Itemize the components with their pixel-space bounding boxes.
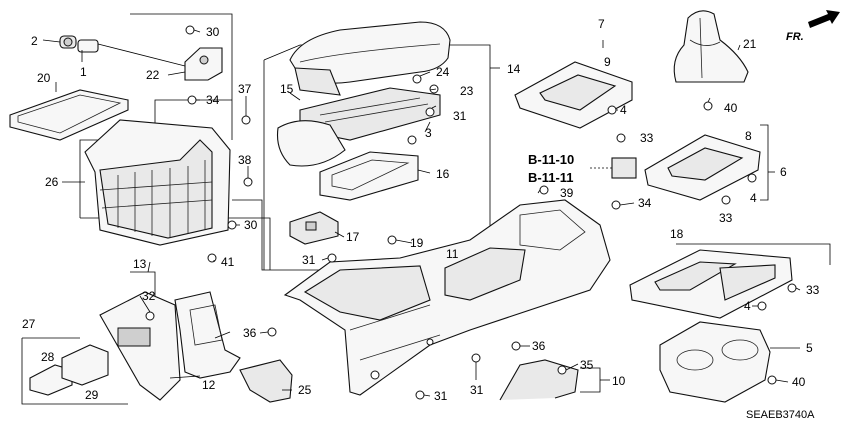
trim-bezel-lower-part [644, 134, 761, 201]
rear-bracket-part [239, 359, 293, 403]
callout-23: 23 [460, 84, 474, 98]
pocket-cover-part [29, 344, 109, 396]
callout-18: 18 [670, 227, 684, 241]
callout-6: 6 [780, 165, 787, 179]
callout-39: 39 [560, 186, 574, 200]
callout-15: 15 [280, 82, 294, 96]
latch-part [289, 211, 339, 245]
callout-10: 10 [612, 374, 626, 388]
diagram-code: SEAEB3740A [746, 409, 815, 421]
fasteners [145, 25, 797, 400]
callout-4: 4 [620, 103, 627, 117]
b-11-box [590, 157, 637, 179]
callout-27: 27 [22, 317, 36, 331]
callout-34b: 34 [638, 196, 652, 210]
callout-38: 38 [238, 153, 252, 167]
reference-b-11-10: B-11-10 [528, 152, 574, 167]
callout-31c: 31 [434, 389, 448, 403]
callout-41: 41 [221, 255, 235, 269]
shift-boot-part [673, 10, 749, 83]
bracket-part [97, 43, 223, 81]
callout-13: 13 [133, 257, 147, 271]
side-trim-part [99, 291, 181, 401]
support-bracket-part [499, 359, 579, 401]
shift-panel-part [629, 249, 793, 319]
accessory-socket-part [42, 35, 99, 53]
callout-8: 8 [745, 129, 752, 143]
callout-16: 16 [436, 167, 450, 181]
callout-11: 11 [446, 247, 459, 261]
callout-1: 1 [80, 65, 87, 79]
callout-40: 40 [724, 101, 738, 115]
callout-7: 7 [598, 17, 605, 31]
reference-labels: B-11-10 B-11-11 [528, 152, 574, 185]
tray-part [319, 151, 419, 201]
callout-25: 25 [298, 383, 312, 397]
callout-22: 22 [146, 68, 160, 82]
callout-29: 29 [85, 388, 99, 402]
callout-30: 30 [206, 25, 220, 39]
callout-24: 24 [436, 65, 450, 79]
callout-17: 17 [346, 230, 360, 244]
center-console-part [283, 199, 611, 396]
callout-26: 26 [45, 175, 59, 189]
callout-32: 32 [142, 289, 156, 303]
callout-2: 2 [31, 34, 38, 48]
callout-36b: 36 [532, 339, 546, 353]
callout-33c: 33 [806, 283, 820, 297]
callout-20: 20 [37, 71, 51, 85]
cup-holder-part [659, 321, 771, 403]
armrest-lid-part [289, 21, 451, 96]
callout-35: 35 [580, 358, 594, 372]
callout-36: 36 [243, 326, 257, 340]
leader-lines [55, 29, 801, 397]
callout-21: 21 [743, 37, 757, 51]
reference-b-11-11: B-11-11 [528, 170, 574, 185]
console-bracket-part [174, 291, 241, 379]
console-box-part [62, 119, 231, 246]
tray-mat-part [9, 89, 129, 141]
callout-4b: 4 [750, 191, 757, 205]
callout-33: 33 [640, 131, 654, 145]
callout-3: 3 [425, 126, 432, 140]
callout-40b: 40 [792, 375, 806, 389]
callout-labels: 1 2 3 4 4 4 5 6 7 8 9 10 11 12 13 14 15 … [22, 17, 820, 403]
armrest-base-part [276, 87, 441, 167]
callout-9: 9 [604, 55, 611, 69]
trim-bezel-upper-part [514, 61, 633, 129]
front-arrow-icon [808, 10, 840, 28]
callout-30b: 30 [244, 218, 258, 232]
callout-34: 34 [206, 93, 220, 107]
callout-33b: 33 [719, 211, 733, 225]
callout-37: 37 [238, 82, 252, 96]
callout-12: 12 [202, 378, 216, 392]
callout-31: 31 [453, 109, 467, 123]
front-indicator-label: FR. [786, 31, 804, 43]
callout-31b: 31 [302, 253, 316, 267]
callout-31d: 31 [470, 383, 484, 397]
callout-19: 19 [410, 236, 424, 250]
callout-28: 28 [41, 350, 55, 364]
callout-14: 14 [507, 62, 521, 76]
callout-4c: 4 [744, 299, 751, 313]
callout-5: 5 [806, 341, 813, 355]
